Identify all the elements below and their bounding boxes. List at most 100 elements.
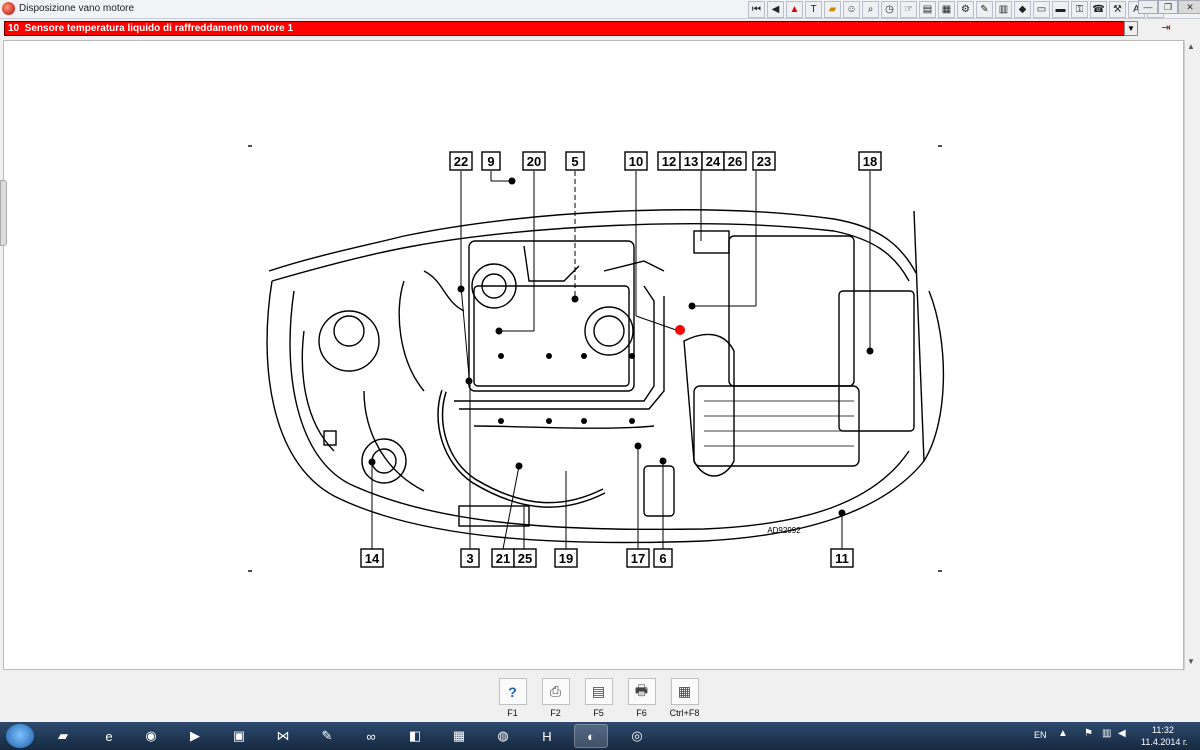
- monitor-icon[interactable]: ▭: [1033, 0, 1050, 18]
- maximize-icon[interactable]: ❐: [1158, 0, 1178, 14]
- callout-26[interactable]: 26: [723, 151, 747, 171]
- note-button[interactable]: ▤ F5: [579, 676, 618, 718]
- schema-icon[interactable]: ▦: [938, 0, 955, 18]
- pointer-icon[interactable]: ☞: [900, 0, 917, 18]
- callout-label: 3: [466, 551, 473, 566]
- help-button[interactable]: ? F1: [493, 676, 532, 718]
- phone-icon[interactable]: ☎: [1090, 0, 1107, 18]
- ie-icon[interactable]: e: [105, 728, 113, 744]
- callout-5[interactable]: 5: [565, 151, 585, 171]
- callout-17[interactable]: 17: [626, 548, 650, 568]
- car-icon[interactable]: ◆: [1014, 0, 1031, 18]
- elsa-task-icon[interactable]: ◐: [574, 724, 608, 748]
- function-key-bar: ? F1 ⎙ F2 ▤ F5 🖶 F6 ▦ Ctrl+F8: [493, 676, 704, 718]
- callout-20[interactable]: 20: [522, 151, 546, 171]
- help-icon: ?: [498, 678, 527, 705]
- flag-icon[interactable]: ⚑: [1084, 728, 1093, 739]
- callout-label: 17: [631, 551, 645, 566]
- exit-icon[interactable]: ⇥: [1161, 22, 1171, 34]
- firefox-icon[interactable]: ◉: [145, 728, 157, 743]
- arduino-icon[interactable]: ∞: [366, 728, 376, 744]
- app-red-icon[interactable]: ◧: [408, 728, 422, 743]
- warning-icon[interactable]: ▲: [786, 0, 803, 18]
- text-icon[interactable]: T: [805, 0, 822, 18]
- scroll-up-icon[interactable]: ▲: [1187, 42, 1195, 51]
- callout-23[interactable]: 23: [752, 151, 776, 171]
- callout-10[interactable]: 10: [624, 151, 648, 171]
- first-icon[interactable]: ⏮: [748, 0, 765, 18]
- volume-icon[interactable]: ◀: [1118, 728, 1126, 739]
- callout-18[interactable]: 18: [858, 151, 882, 171]
- photo-icon[interactable]: ▣: [232, 728, 246, 743]
- browser-icon[interactable]: ◎: [631, 728, 643, 743]
- calculator-button[interactable]: ▦ Ctrl+F8: [665, 676, 704, 718]
- bus-icon[interactable]: ▬: [1052, 0, 1069, 18]
- callout-label: 5: [571, 154, 578, 169]
- callout-21[interactable]: 21: [491, 548, 515, 568]
- callout-labels: 22 9 20 5 10 12 13 24 26 23 18 14 3 21 2…: [360, 151, 882, 568]
- gear-icon[interactable]: ⚙: [957, 0, 974, 18]
- tray-arrow-icon[interactable]: ▲: [1058, 728, 1068, 739]
- clock-icon[interactable]: ◷: [881, 0, 898, 18]
- callout-3[interactable]: 3: [460, 548, 480, 568]
- language-indicator[interactable]: EN: [1034, 730, 1047, 740]
- note-icon: ▤: [584, 678, 613, 705]
- printer-icon: 🖶: [627, 678, 656, 705]
- callout-24[interactable]: 24: [701, 151, 725, 171]
- chart-icon[interactable]: ▥: [995, 0, 1012, 18]
- print-button[interactable]: 🖶 F6: [622, 676, 661, 718]
- people-icon[interactable]: ☺: [843, 0, 860, 18]
- media-icon[interactable]: ▶: [190, 728, 200, 743]
- window-title: Disposizione vano motore: [19, 3, 135, 14]
- taskbar: [0, 722, 1200, 750]
- engine-bay-diagram: 22 9 20 5 10 12 13 24 26 23 18 14 3 21 2…: [248, 145, 945, 572]
- callout-14[interactable]: 14: [360, 548, 384, 568]
- help-button-label: F1: [507, 708, 518, 718]
- doc-icon[interactable]: ▤: [919, 0, 936, 18]
- vs-icon[interactable]: ⋈: [276, 728, 290, 743]
- component-selector[interactable]: 10 Sensore temperatura liquido di raffre…: [4, 21, 1138, 36]
- callout-11[interactable]: 11: [830, 548, 854, 568]
- callout-label: 6: [659, 551, 666, 566]
- explorer-icon[interactable]: ▰: [58, 728, 68, 743]
- callout-label: 24: [706, 154, 721, 169]
- callout-22[interactable]: 22: [449, 151, 473, 171]
- folder-icon[interactable]: ▰: [824, 0, 841, 18]
- start-button[interactable]: [6, 724, 34, 748]
- callout-9[interactable]: 9: [481, 151, 501, 171]
- chevron-down-icon[interactable]: ▼: [1124, 21, 1138, 36]
- callout-label: 25: [518, 551, 532, 566]
- callout-25[interactable]: 25: [513, 548, 537, 568]
- minimize-icon[interactable]: —: [1138, 0, 1158, 14]
- side-panel-handle[interactable]: [0, 180, 7, 246]
- print-setup-button[interactable]: ⎙ F2: [536, 676, 575, 718]
- print-button-label: F6: [636, 708, 647, 718]
- diagram-canvas: 22 9 20 5 10 12 13 24 26 23 18 14 3 21 2…: [3, 40, 1184, 670]
- callout-label: 20: [527, 154, 541, 169]
- calculator-task-icon[interactable]: ▦: [452, 728, 466, 743]
- callout-13[interactable]: 13: [679, 151, 703, 171]
- callout-label: 26: [728, 154, 742, 169]
- callout-6[interactable]: 6: [653, 548, 673, 568]
- key-icon[interactable]: ⚿: [1071, 0, 1088, 18]
- callout-label: 14: [365, 551, 380, 566]
- draw-icon[interactable]: ✎: [321, 728, 333, 743]
- close-icon[interactable]: ✕: [1178, 0, 1200, 14]
- callout-19[interactable]: 19: [554, 548, 578, 568]
- callout-label: 18: [863, 154, 877, 169]
- chrome-icon[interactable]: ◍: [497, 728, 509, 743]
- scroll-down-icon[interactable]: ▼: [1187, 657, 1195, 666]
- callout-label: 19: [559, 551, 573, 566]
- prev-icon[interactable]: ◀: [767, 0, 784, 18]
- callout-12[interactable]: 12: [657, 151, 681, 171]
- clock-date[interactable]: 11.4.2014 г.: [1141, 737, 1188, 747]
- h-app-icon[interactable]: H: [542, 728, 552, 744]
- settings-icon[interactable]: ⚒: [1109, 0, 1126, 18]
- network-icon[interactable]: ▥: [1102, 728, 1112, 739]
- vertical-scrollbar[interactable]: ▲ ▼: [1184, 40, 1199, 670]
- callout-label: 13: [684, 154, 698, 169]
- search-icon[interactable]: ⌕: [862, 0, 879, 18]
- clock-time[interactable]: 11:32: [1152, 725, 1174, 735]
- tool-icon[interactable]: ✎: [976, 0, 993, 18]
- callout-label: 23: [757, 154, 771, 169]
